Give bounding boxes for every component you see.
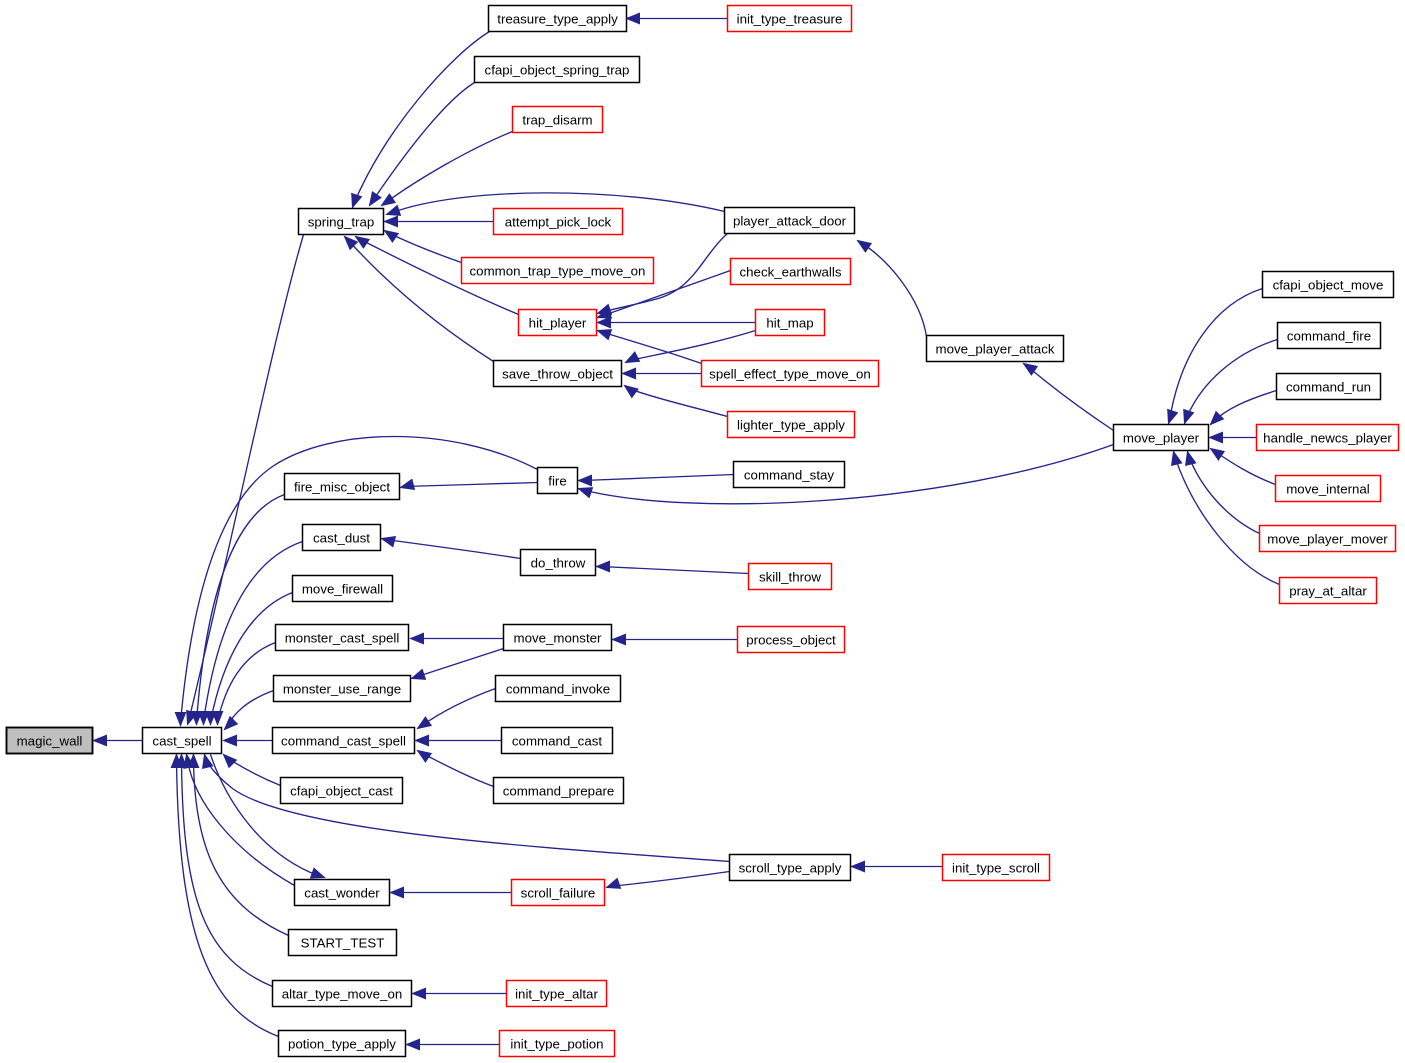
svg-text:fire_misc_object: fire_misc_object — [294, 479, 390, 494]
svg-text:hit_map: hit_map — [766, 315, 813, 330]
svg-text:trap_disarm: trap_disarm — [522, 112, 592, 127]
svg-text:cast_wonder: cast_wonder — [304, 885, 380, 900]
svg-text:scroll_failure: scroll_failure — [521, 885, 596, 900]
svg-text:move_player_mover: move_player_mover — [1267, 531, 1388, 546]
svg-text:save_throw_object: save_throw_object — [502, 366, 613, 381]
svg-text:altar_type_move_on: altar_type_move_on — [282, 986, 403, 1001]
svg-text:lighter_type_apply: lighter_type_apply — [737, 417, 845, 432]
svg-text:cast_dust: cast_dust — [313, 530, 370, 545]
svg-text:scroll_type_apply: scroll_type_apply — [739, 860, 842, 875]
svg-text:fire: fire — [548, 473, 566, 488]
svg-text:cfapi_object_move: cfapi_object_move — [1273, 277, 1384, 292]
svg-text:hit_player: hit_player — [529, 315, 587, 330]
svg-text:monster_cast_spell: monster_cast_spell — [285, 630, 400, 645]
svg-text:init_type_potion: init_type_potion — [510, 1036, 603, 1051]
svg-text:player_attack_door: player_attack_door — [733, 213, 847, 228]
svg-text:move_monster: move_monster — [514, 630, 603, 645]
svg-text:command_cast_spell: command_cast_spell — [281, 733, 406, 748]
svg-text:command_fire: command_fire — [1287, 328, 1371, 343]
svg-text:cfapi_object_cast: cfapi_object_cast — [290, 783, 393, 798]
svg-text:monster_use_range: monster_use_range — [283, 681, 401, 696]
svg-text:magic_wall: magic_wall — [17, 733, 83, 748]
svg-text:init_type_treasure: init_type_treasure — [737, 11, 843, 26]
svg-text:command_prepare: command_prepare — [503, 783, 615, 798]
svg-text:potion_type_apply: potion_type_apply — [288, 1036, 396, 1051]
svg-text:move_player_attack: move_player_attack — [936, 341, 1055, 356]
svg-text:command_cast: command_cast — [512, 733, 602, 748]
svg-text:spell_effect_type_move_on: spell_effect_type_move_on — [709, 366, 871, 381]
svg-text:skill_throw: skill_throw — [759, 569, 821, 584]
svg-text:check_earthwalls: check_earthwalls — [740, 264, 842, 279]
svg-text:move_player: move_player — [1123, 430, 1200, 445]
svg-text:cfapi_object_spring_trap: cfapi_object_spring_trap — [485, 62, 630, 77]
svg-text:START_TEST: START_TEST — [301, 935, 385, 950]
svg-text:pray_at_altar: pray_at_altar — [1289, 583, 1367, 598]
svg-text:move_firewall: move_firewall — [302, 581, 383, 596]
svg-text:common_trap_type_move_on: common_trap_type_move_on — [470, 263, 646, 278]
svg-text:cast_spell: cast_spell — [152, 733, 211, 748]
svg-text:init_type_scroll: init_type_scroll — [952, 860, 1040, 875]
svg-text:command_run: command_run — [1286, 379, 1371, 394]
svg-text:init_type_altar: init_type_altar — [515, 986, 598, 1001]
svg-text:command_stay: command_stay — [744, 467, 835, 482]
svg-text:spring_trap: spring_trap — [308, 214, 375, 229]
svg-text:handle_newcs_player: handle_newcs_player — [1263, 430, 1392, 445]
svg-text:do_throw: do_throw — [531, 555, 586, 570]
svg-text:process_object: process_object — [746, 632, 836, 647]
svg-text:attempt_pick_lock: attempt_pick_lock — [505, 214, 612, 229]
svg-text:move_internal: move_internal — [1286, 481, 1370, 496]
svg-text:treasure_type_apply: treasure_type_apply — [497, 11, 618, 26]
svg-text:command_invoke: command_invoke — [506, 681, 610, 696]
